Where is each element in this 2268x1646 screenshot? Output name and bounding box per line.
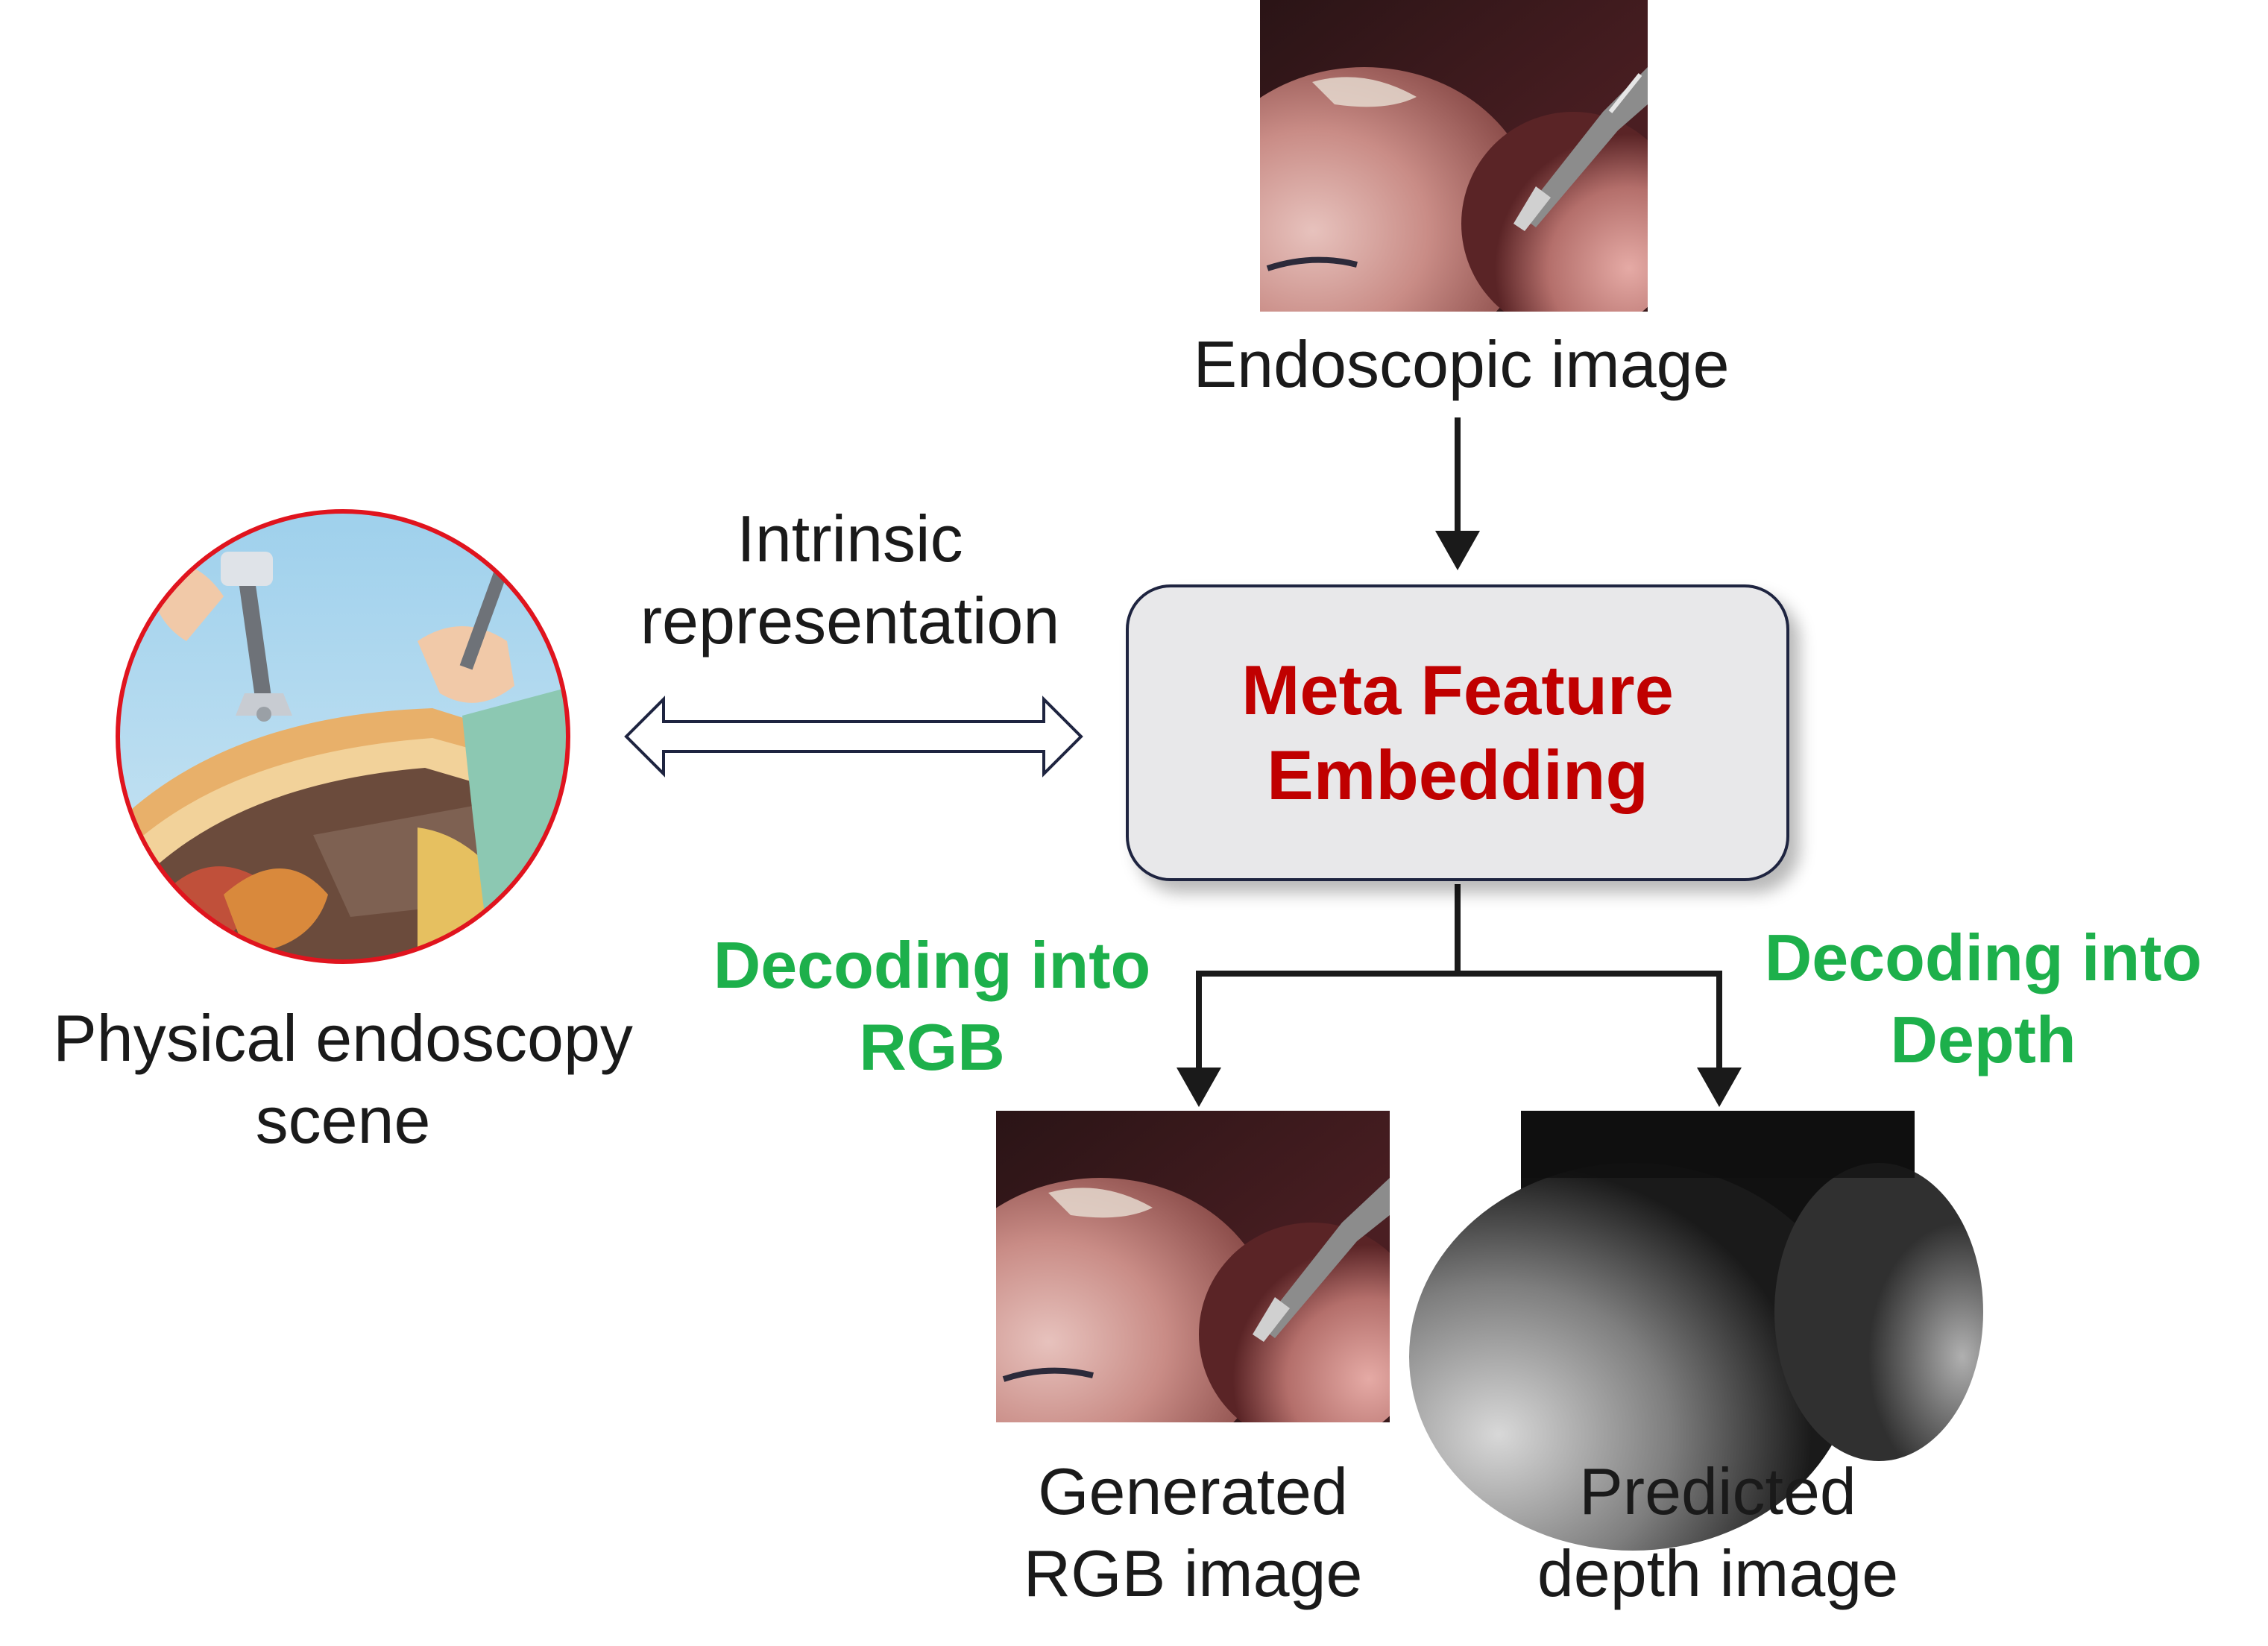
endoscopic-image <box>1260 0 1648 312</box>
predicted-depth-caption-line1: Predicted <box>1579 1454 1856 1528</box>
meta-box-line1: Meta Feature <box>1241 651 1674 729</box>
physical-scene-caption-line1: Physical endoscopy <box>53 1001 633 1075</box>
intrinsic-label-line1: Intrinsic <box>737 502 963 576</box>
meta-feature-embedding-box: Meta Feature Embedding <box>1126 584 1789 881</box>
predicted-depth-caption-line2: depth image <box>1537 1536 1899 1610</box>
decode-rgb-label-line2: RGB <box>859 1010 1005 1084</box>
scene-circle-border <box>116 509 570 964</box>
decode-rgb-label-line1: Decoding into <box>713 928 1151 1002</box>
generated-rgb-caption-line2: RGB image <box>1023 1536 1363 1610</box>
generated-rgb-caption-line1: Generated <box>1038 1454 1348 1528</box>
surgical-tool-icon <box>1513 67 1648 231</box>
decoder-branch-arrows-icon <box>1176 884 1742 1107</box>
decode-depth-label-line2: Depth <box>1890 1003 2076 1076</box>
generated-rgb-image <box>996 1111 1390 1422</box>
physical-scene-caption-line2: scene <box>255 1083 431 1157</box>
bidirectional-arrow-icon <box>624 696 1083 778</box>
endoscope-icon <box>221 552 292 722</box>
physical-scene-illustration <box>116 509 570 964</box>
intrinsic-label-line2: representation <box>640 584 1060 658</box>
input-arrow-icon <box>1435 417 1480 570</box>
meta-box-line2: Embedding <box>1267 736 1648 814</box>
endoscopic-image-caption: Endoscopic image <box>1193 327 1730 401</box>
predicted-depth-image <box>1409 1111 1983 1551</box>
decode-depth-label-line1: Decoding into <box>1764 921 2202 994</box>
